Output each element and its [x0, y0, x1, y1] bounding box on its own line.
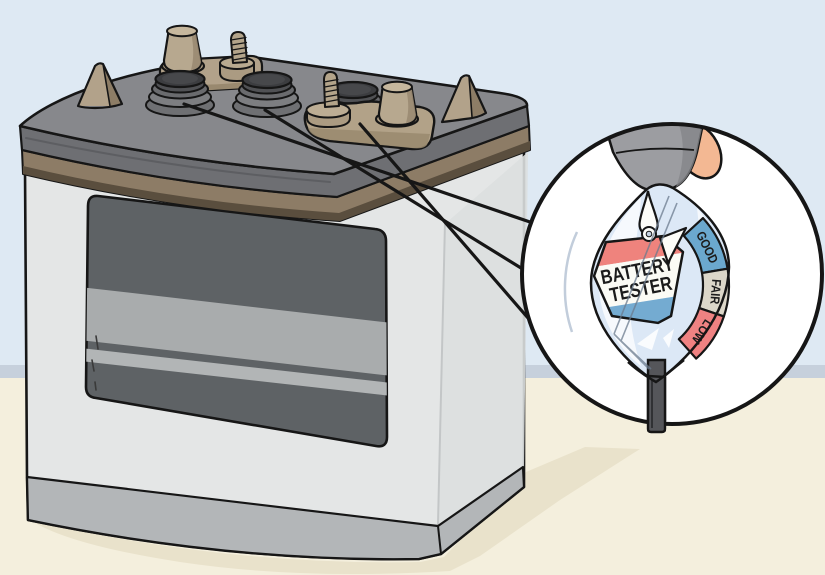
- callout-lines: [182, 102, 532, 320]
- bulb-seam: [615, 147, 695, 154]
- badge-band-red: [589, 230, 691, 269]
- glass-sparkle-2: [663, 329, 674, 348]
- top-trim-shadow: [23, 141, 530, 221]
- glass-sparkle-1: [637, 328, 659, 350]
- glass-tip-outline: [627, 359, 685, 384]
- terminal-bolt-1: [219, 31, 255, 82]
- floor-shadow: [32, 447, 640, 574]
- pickup-tube: [627, 359, 685, 434]
- battery-tester-badge: BATTERY TESTER: [589, 230, 694, 332]
- case-crease: [437, 221, 446, 525]
- terminal-bolt-2: [305, 71, 351, 128]
- electrolyte-window: [84, 194, 389, 448]
- top-bevel-line: [25, 137, 331, 183]
- battery-case-side: [439, 152, 528, 524]
- battery-base-band: [25, 465, 526, 561]
- terminal-post-left: [160, 24, 206, 75]
- terminal-post-right: [374, 80, 420, 128]
- glass-reflection-arc: [563, 231, 579, 333]
- base-corner-line: [437, 525, 442, 555]
- magnifier-border: [520, 122, 824, 426]
- callout-line-1: [182, 102, 532, 224]
- lift-tab-left: [76, 62, 124, 110]
- bulb-shade: [676, 124, 704, 187]
- badge-band-white: [589, 251, 694, 311]
- lift-tab-right: [440, 74, 488, 124]
- battery: [18, 24, 531, 561]
- needle-pivot-hole: [645, 230, 653, 238]
- callout-line-3: [358, 122, 530, 320]
- inner-tube-lines: [613, 195, 678, 370]
- window-fluid-line: [86, 348, 387, 396]
- hydrometer-glass-outline: [589, 183, 731, 384]
- magnifier: GOOD FAIR LOW BATTERY TESTER: [520, 122, 824, 434]
- case-scratches: [91, 335, 99, 391]
- window-fluid-band: [86, 287, 387, 376]
- scale-label-fair: FAIR: [707, 279, 724, 306]
- callout-line-2: [263, 108, 523, 270]
- needle-counterweight: [658, 226, 688, 265]
